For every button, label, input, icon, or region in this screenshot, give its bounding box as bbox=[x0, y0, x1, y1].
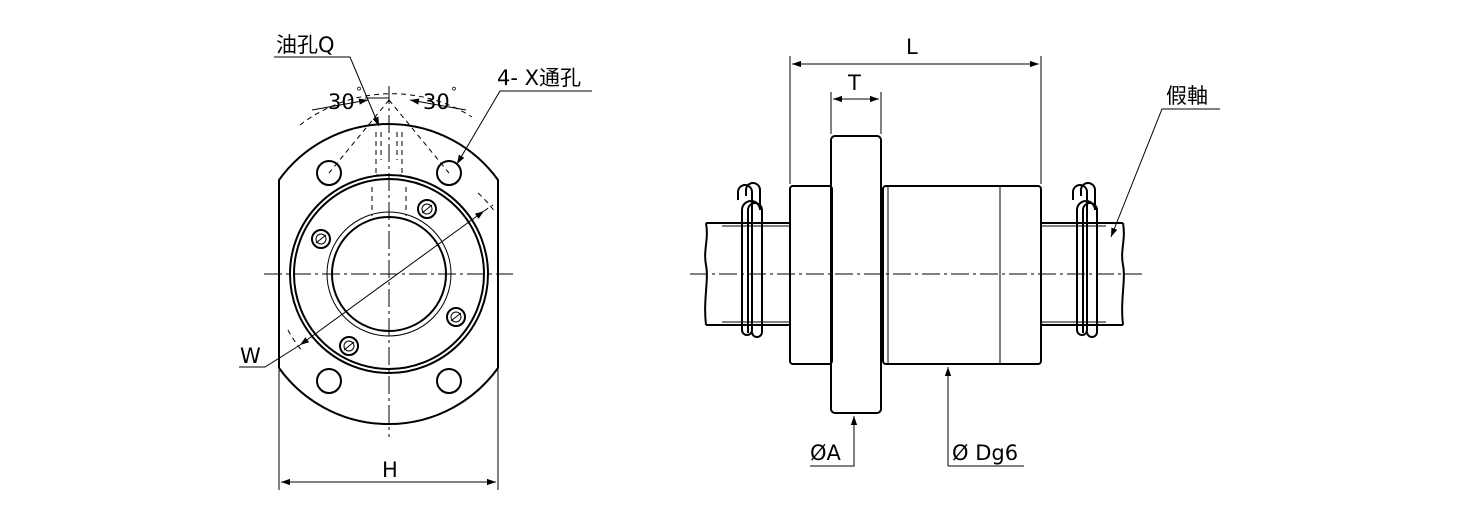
through-hole bbox=[436, 368, 462, 394]
front-view: 油孔Q 4- X通孔 30 ° 30 ° W H bbox=[239, 33, 592, 490]
dummy-shaft-label: 假軸 bbox=[1166, 84, 1208, 108]
oil-hole-label: 油孔Q bbox=[276, 33, 335, 57]
side-view: L T 假軸 ØA Ø Dg6 bbox=[690, 35, 1220, 467]
angle-left-degree: ° bbox=[356, 85, 362, 99]
dim-t-label: T bbox=[847, 71, 861, 95]
through-holes bbox=[316, 160, 462, 394]
through-hole bbox=[316, 160, 342, 186]
dim-h-label: H bbox=[382, 458, 398, 482]
angle-right-value: 30 bbox=[423, 90, 450, 114]
dim-d-label: Ø Dg6 bbox=[952, 441, 1018, 465]
through-hole bbox=[316, 368, 342, 394]
angle-right-degree: ° bbox=[451, 85, 457, 99]
nut-main-body bbox=[882, 185, 1042, 365]
angle-left-value: 30 bbox=[328, 90, 355, 114]
flange-outline bbox=[278, 123, 499, 425]
dummy-shaft-left bbox=[704, 182, 790, 338]
nut-left-body bbox=[789, 185, 833, 365]
dim-a-label: ØA bbox=[810, 441, 842, 465]
dim-w-label: W bbox=[240, 344, 261, 368]
through-holes-label: 4- X通孔 bbox=[497, 66, 581, 90]
dim-l-label: L bbox=[906, 35, 918, 59]
through-hole bbox=[436, 160, 462, 186]
dummy-shaft-right bbox=[1041, 182, 1125, 338]
